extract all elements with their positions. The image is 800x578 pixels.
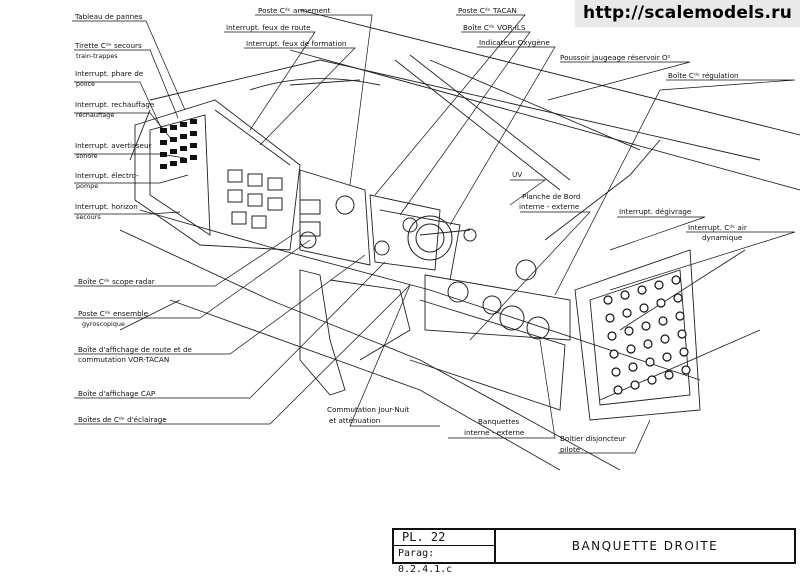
label-electropompe-line2: pompe xyxy=(76,182,98,190)
label-uv: UV xyxy=(512,170,522,179)
circuit-breaker-buttons xyxy=(603,275,691,395)
label-jour-nuit: Commutation Jour-Nuit xyxy=(327,405,409,414)
title-block-ref: PL. 22 Parag: 0.2.4.1.c xyxy=(394,530,496,575)
label-affichage-route: Boîte d'affichage de route et de xyxy=(78,345,193,354)
label-planche: Planche de Bord xyxy=(522,192,581,201)
label-tacan: Poste Cᵈᵉ TACAN xyxy=(458,6,517,15)
label-degivrage: Interrupt. dégivrage xyxy=(619,207,692,216)
label-affichage-cap: Boîte d'affichage CAP xyxy=(78,389,156,398)
title-block: PL. 22 Parag: 0.2.4.1.c BANQUETTE DROITE xyxy=(392,528,796,575)
label-affichage-route-line2: commutation VOR-TACAN xyxy=(78,355,169,364)
label-armement: Poste Cᵈᵉ armement xyxy=(258,6,331,15)
label-gyro-line2: gyroscopique xyxy=(82,320,125,328)
label-vor-ils: Boîte Cᵈᵉ VOR-ILS xyxy=(463,23,526,32)
label-oxygene: Indicateur Oxygène xyxy=(479,38,550,47)
technical-drawing: Tableau de pannes Tirette Cᵈᵉ secours tr… xyxy=(72,6,800,471)
instrument-dials xyxy=(299,195,550,340)
label-tirette-secours: Tirette Cᵈᵉ secours xyxy=(74,41,142,50)
label-rechauffage-line2: réchauffage xyxy=(76,111,114,119)
label-gyro: Poste Cᵈᵉ ensemble xyxy=(78,309,149,318)
label-air-dynamique-line2: dynamique xyxy=(702,233,743,242)
label-disjoncteur: Boitier disjoncteur xyxy=(560,434,626,443)
label-phare-line2: police xyxy=(76,80,95,88)
label-rechauffage: Interrupt. rechauffage xyxy=(75,100,155,109)
label-horizon-line2: secours xyxy=(76,213,101,221)
warning-panel-grid xyxy=(160,119,197,169)
switch-blocks xyxy=(227,169,321,237)
label-electropompe: Interrupt. électro- xyxy=(75,171,139,180)
label-planche-line2: interne - externe xyxy=(519,202,580,211)
watermark-url: http://scalemodels.ru xyxy=(575,0,800,27)
label-disjoncteur-line2: pilote xyxy=(560,445,581,454)
drawing-title: BANQUETTE DROITE xyxy=(571,539,719,553)
callout-labels: Tableau de pannes Tirette Cᵈᵉ secours tr… xyxy=(74,6,747,454)
label-phare: Interrupt. phare de xyxy=(75,69,144,78)
label-avertisseur: Interrupt. avertisseur xyxy=(75,141,152,150)
label-banquettes-line2: interne - externe xyxy=(464,428,525,437)
label-feux-formation: Interrupt. feux de formation xyxy=(246,39,346,48)
label-tirette-secours-line2: train-trappes xyxy=(76,52,118,60)
label-jour-nuit-line2: et atténuation xyxy=(329,416,380,425)
leader-lines xyxy=(72,14,796,454)
paragraph-ref: Parag: 0.2.4.1.c xyxy=(398,548,453,575)
label-eclairage: Boîtes de Cᵈᵉ d'éclairage xyxy=(78,415,167,424)
label-tableau-de-pannes: Tableau de pannes xyxy=(74,12,143,21)
label-scope-radar: Boîte Cᵈᵉ scope radar xyxy=(78,277,155,286)
label-regulation: Boîte Cᵈᵉ régulation xyxy=(668,71,739,80)
label-feux-route: Interrupt. feux de route xyxy=(226,23,311,32)
label-poussoir: Poussoir jaugeage réservoir O² xyxy=(560,53,671,62)
label-air-dynamique: Interrupt. Cᵈᵉ air xyxy=(688,223,747,232)
plate-number: PL. 22 xyxy=(394,530,494,546)
label-horizon: Interrupt. horizon xyxy=(75,202,138,211)
label-avertisseur-line2: sonore xyxy=(76,152,98,160)
label-banquettes: Banquettes xyxy=(478,417,519,426)
